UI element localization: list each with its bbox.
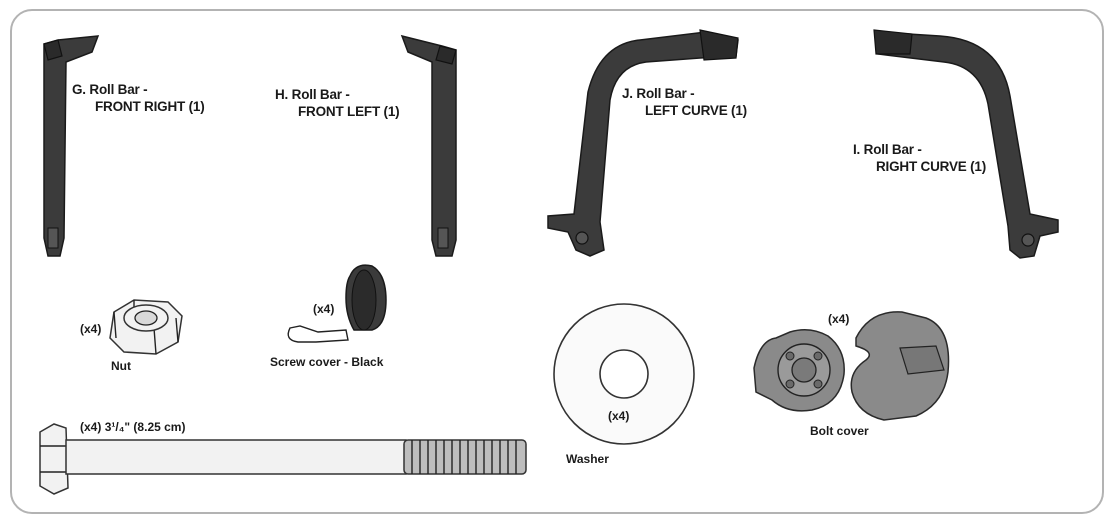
part-subtitle: FRONT LEFT (1) <box>298 104 400 119</box>
bolt-drawing <box>39 423 527 495</box>
screw-cover-label: Screw cover - Black <box>270 355 384 369</box>
part-label-j: J. Roll Bar - LEFT CURVE (1) <box>622 85 747 119</box>
part-letter: J. <box>622 86 633 101</box>
part-subtitle: RIGHT CURVE (1) <box>876 159 987 174</box>
part-subtitle: LEFT CURVE (1) <box>645 103 747 118</box>
roll-bar-right-curve-drawing <box>873 29 1059 259</box>
washer-drawing <box>553 303 695 445</box>
bolt-qty-size: (x4) 3¹/₄" (8.25 cm) <box>80 420 185 434</box>
roll-bar-front-right-drawing <box>43 35 100 257</box>
part-letter: I. <box>853 142 861 157</box>
part-letter: H. <box>275 87 289 102</box>
screw-cover-qty: (x4) <box>313 302 335 316</box>
part-title: Roll Bar - <box>863 142 922 157</box>
bolt-qty: (x4) <box>80 420 102 434</box>
washer-qty: (x4) <box>608 409 630 423</box>
part-title: Roll Bar - <box>636 86 695 101</box>
part-title: Roll Bar - <box>291 87 350 102</box>
nut-qty: (x4) <box>80 322 102 336</box>
part-subtitle: FRONT RIGHT (1) <box>95 99 205 114</box>
nut-drawing <box>109 299 183 355</box>
bolt-cover-drawing <box>753 311 950 421</box>
nut-label: Nut <box>111 359 131 373</box>
part-label-i: I. Roll Bar - RIGHT CURVE (1) <box>853 141 986 175</box>
screw-cover-drawing <box>287 264 387 343</box>
bolt-cover-label: Bolt cover <box>810 424 869 438</box>
bolt-cover-qty: (x4) <box>828 312 850 326</box>
roll-bar-front-left-drawing <box>400 34 457 257</box>
part-title: Roll Bar - <box>89 82 148 97</box>
part-letter: G. <box>72 82 86 97</box>
parts-panel <box>10 9 1104 514</box>
washer-label: Washer <box>566 452 609 466</box>
bolt-size: 3¹/₄" (8.25 cm) <box>104 420 186 434</box>
roll-bar-left-curve-drawing <box>547 29 739 257</box>
part-label-g: G. Roll Bar - FRONT RIGHT (1) <box>72 81 205 115</box>
part-label-h: H. Roll Bar - FRONT LEFT (1) <box>275 86 400 120</box>
